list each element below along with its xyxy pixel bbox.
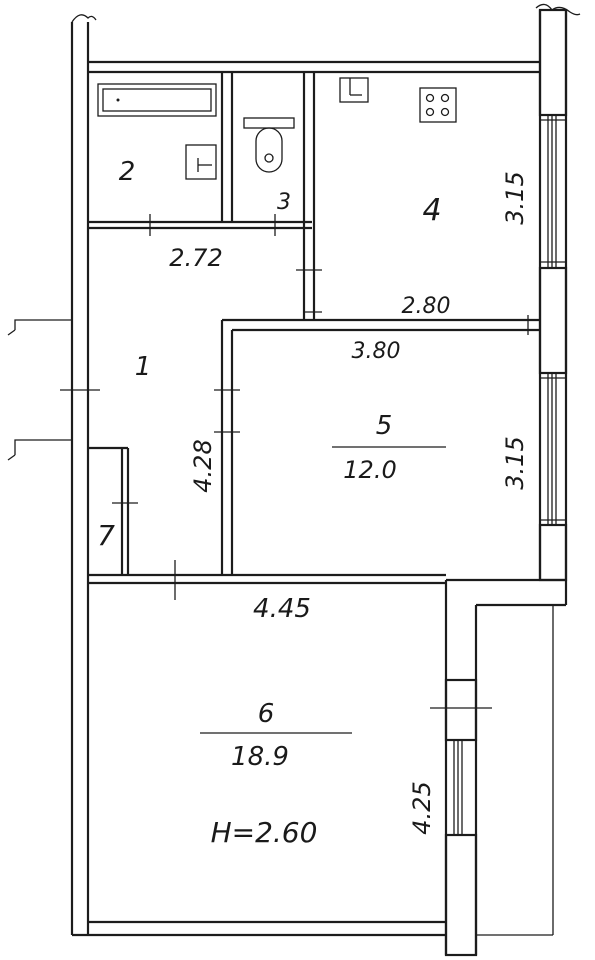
bathroom-partitions [88,72,322,320]
dim-room5-width: 3.80 [352,339,401,364]
ceiling-height: H=2.60 [211,816,318,849]
bathroom-sink [185,144,217,180]
toilet [243,117,295,173]
room-4-label: 4 [422,193,441,228]
dim-hall-width: 2.72 [169,244,222,272]
dim-room6-width: 4.45 [253,594,311,624]
closet-partition [88,446,138,575]
dim-hall-length: 4.28 [189,439,217,492]
dim-kitchen-depth: 3.15 [501,171,529,224]
balcony-outline [476,605,554,936]
kitchen-stove [419,87,457,123]
dim-room5-depth: 3.15 [501,436,529,489]
top-wall [88,60,540,74]
room-5-label: 5 [376,411,393,441]
room6-top-wall [88,560,446,600]
room-3-label: 3 [277,190,291,215]
bathtub [97,83,217,117]
window-room-6 [430,678,492,957]
right-wall-step [444,578,568,955]
dim-kitchen-width: 2.80 [402,294,451,319]
left-exterior-wall [70,14,97,935]
right-exterior-wall [535,3,581,582]
room-6-label: 6 [258,699,275,729]
room-2-label: 2 [119,157,136,187]
bottom-wall [72,920,446,937]
entrance-door [7,319,100,461]
room-5-area: 12.0 [343,456,396,484]
window-room-5 [540,373,566,525]
dim-room6-depth: 4.25 [408,781,436,834]
room-7-label: 7 [97,519,115,552]
room-1-label: 1 [135,352,152,382]
kitchen-sink [339,77,369,103]
kitchen-room5-partition [214,311,540,575]
room-6-area: 18.9 [231,742,289,772]
window-kitchen [540,115,566,268]
